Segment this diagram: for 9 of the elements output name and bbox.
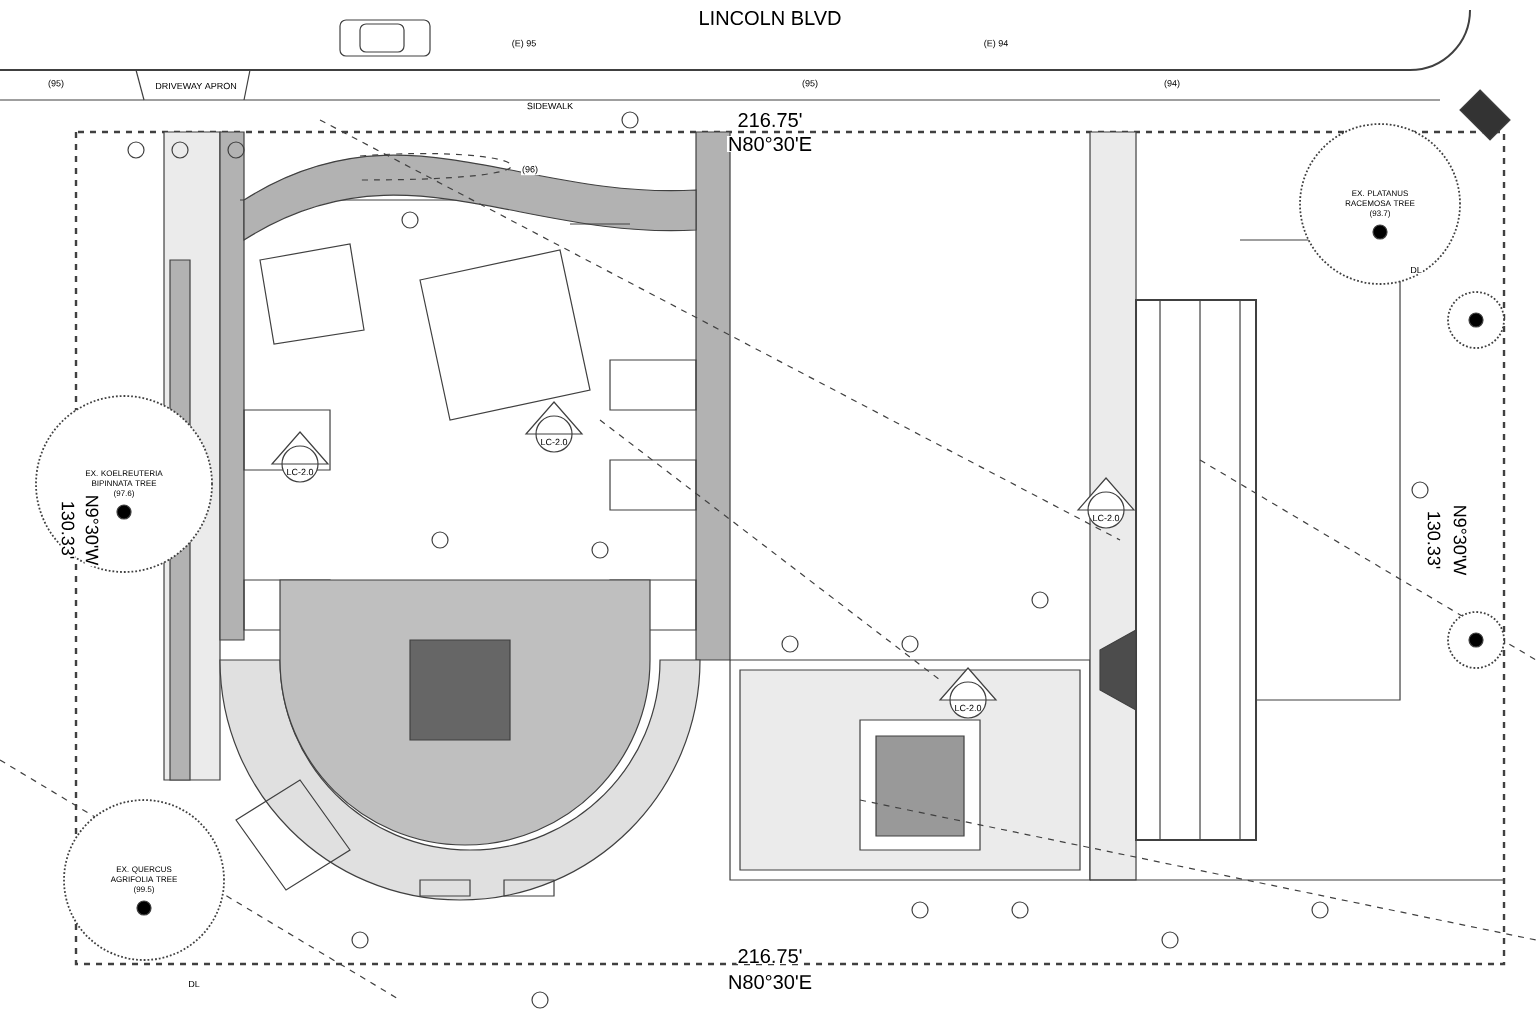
dimension-text: N80°30'E	[726, 135, 814, 153]
dimension-text: 216.75'	[736, 111, 804, 129]
tree-symbol	[1447, 611, 1505, 669]
dimension-text: N9°30'W	[1452, 503, 1468, 577]
dimension-text: N80°30'E	[726, 973, 814, 991]
street-name: LINCOLN BLVD	[697, 9, 843, 27]
dimension-text: 130.33'	[1426, 509, 1442, 571]
tree-symbol	[1447, 291, 1505, 349]
dimension-text: 216.75'	[736, 947, 804, 965]
